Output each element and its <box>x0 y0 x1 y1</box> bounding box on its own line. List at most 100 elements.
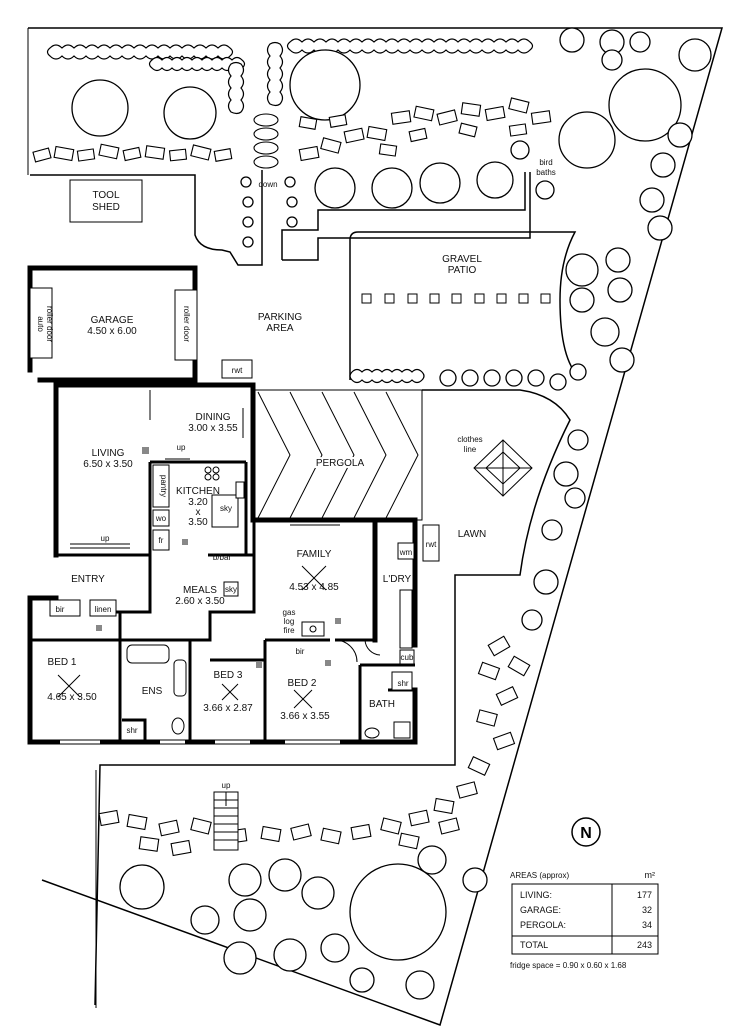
fireplace <box>301 621 325 637</box>
shr-bath-label: shr <box>397 679 408 688</box>
house-interior-walls <box>30 460 415 742</box>
stepping-stones <box>253 113 279 169</box>
meals-name: MEALS <box>183 585 217 596</box>
parking-area-label-1: PARKING <box>258 312 302 323</box>
fr-label: fr <box>159 536 164 545</box>
fireplace-knob <box>309 625 317 633</box>
garage-size: 4.50 x 6.00 <box>87 326 137 337</box>
kitchen-vent <box>182 539 188 545</box>
small-shrubs-path <box>240 176 298 248</box>
house-outer-walls <box>27 382 418 745</box>
shr-ens-label: shr <box>126 726 137 735</box>
patio-pavers <box>361 293 551 304</box>
kitchen-fixtures <box>152 464 245 551</box>
bird-baths-label-2: baths <box>536 168 556 177</box>
entry-label: ENTRY <box>71 574 105 585</box>
bir-bed1-label: bir <box>56 605 65 614</box>
meals-skylight <box>223 581 239 597</box>
gravel-patio-label-1: GRAVEL <box>442 254 482 265</box>
kitchen-sky-label: sky <box>220 504 232 513</box>
family-name: FAMILY <box>297 549 332 560</box>
tool-shed <box>69 179 143 223</box>
garden-edge <box>30 170 263 266</box>
path-edge-2 <box>282 172 531 261</box>
down-label: down <box>258 180 277 189</box>
top-trees <box>71 27 712 241</box>
pergola-label: PERGOLA <box>316 458 365 469</box>
bed2-vent <box>325 660 331 666</box>
bed2-fan-2 <box>293 689 313 709</box>
log-label: log <box>284 617 295 626</box>
wm-box <box>397 542 415 560</box>
bed1-fan-2 <box>57 674 81 698</box>
clothes-line <box>473 439 533 497</box>
bed1-name: BED 1 <box>48 657 77 668</box>
bed3-fan-2 <box>221 683 239 701</box>
clothes-line-label-2: line <box>464 445 477 454</box>
path-edge <box>281 172 526 260</box>
parking-area-label-2: AREA <box>266 323 294 334</box>
bed2-name: BED 2 <box>288 678 317 689</box>
bed3-size: 3.66 x 2.87 <box>203 703 253 714</box>
gas-label: gas <box>283 608 296 617</box>
ldry-label: L'DRY <box>383 574 412 585</box>
areas-row-garage-value: 32 <box>642 905 652 915</box>
meals-sky-label: sky <box>225 585 237 594</box>
pergola <box>254 389 423 521</box>
areas-row-pergola-label: PERGOLA: <box>520 920 566 930</box>
living-size: 6.50 x 3.50 <box>83 459 133 470</box>
bed1-vent <box>96 625 102 631</box>
kitchen-size-3: 3.50 <box>188 517 208 528</box>
gravel-patio-label-2: PATIO <box>448 265 477 276</box>
fire-label: fire <box>283 626 295 635</box>
areas-total-value: 243 <box>637 940 652 950</box>
ldry-bench <box>399 589 413 649</box>
bathtub-ens <box>126 644 170 664</box>
lawn-edge <box>94 389 571 1006</box>
bed3-vent <box>256 662 262 668</box>
kitchen-size-2: x <box>196 507 201 518</box>
clothes-line-label-1: clothes <box>457 435 482 444</box>
rain-water-tank-side <box>422 524 440 562</box>
bath-label: BATH <box>369 699 395 710</box>
family-vent <box>335 618 341 624</box>
areas-table: AREAS (approx) m² LIVING: 177 GARAGE: 32… <box>510 870 659 955</box>
stone-garden-band <box>32 97 552 163</box>
kitchen-name: KITCHEN <box>176 486 220 497</box>
linen-box <box>89 599 117 617</box>
pantry-label: pantry <box>159 475 168 497</box>
stone-garden-diagonal <box>98 635 531 857</box>
tool-shed-label-1: TOOL <box>92 190 119 201</box>
garage <box>27 265 198 383</box>
bir-bed2-label: bir <box>296 647 305 656</box>
bed1-size: 4.65 x 3.50 <box>47 692 97 703</box>
areas-title: AREAS (approx) <box>510 871 569 880</box>
rain-water-tank <box>221 359 253 379</box>
kitchen-size-1: 3.20 <box>188 497 208 508</box>
bird-baths-label-1: bird <box>539 158 552 167</box>
rwt-side-label: rwt <box>426 540 437 549</box>
bir-bed1-box <box>49 599 81 617</box>
areas-total-label: TOTAL <box>520 940 548 950</box>
patio-shrubs <box>439 363 587 391</box>
family-size: 4.53 x 4.85 <box>289 582 339 593</box>
living-name: LIVING <box>92 448 125 459</box>
stairs-up-label: up <box>222 781 231 790</box>
ens-label: ENS <box>142 686 163 697</box>
tool-shed-label-2: SHED <box>92 202 120 213</box>
roller-door-label: roller door <box>182 306 191 342</box>
family-fan-2 <box>301 565 327 591</box>
areas-unit: m² <box>645 870 656 880</box>
areas-row-living-value: 177 <box>637 890 652 900</box>
wo-label: wo <box>155 514 167 523</box>
living-up-label: up <box>177 443 186 452</box>
rwt-top-label: rwt <box>232 366 243 375</box>
auto-roller-door-2: roller door <box>45 306 54 342</box>
dining-size: 3.00 x 3.55 <box>188 423 238 434</box>
cub-label: cub <box>401 653 414 662</box>
patio-hedge <box>349 368 425 384</box>
bottom-trees <box>119 845 488 1000</box>
bath-toilet <box>364 727 380 739</box>
bath-vanity <box>393 721 411 739</box>
